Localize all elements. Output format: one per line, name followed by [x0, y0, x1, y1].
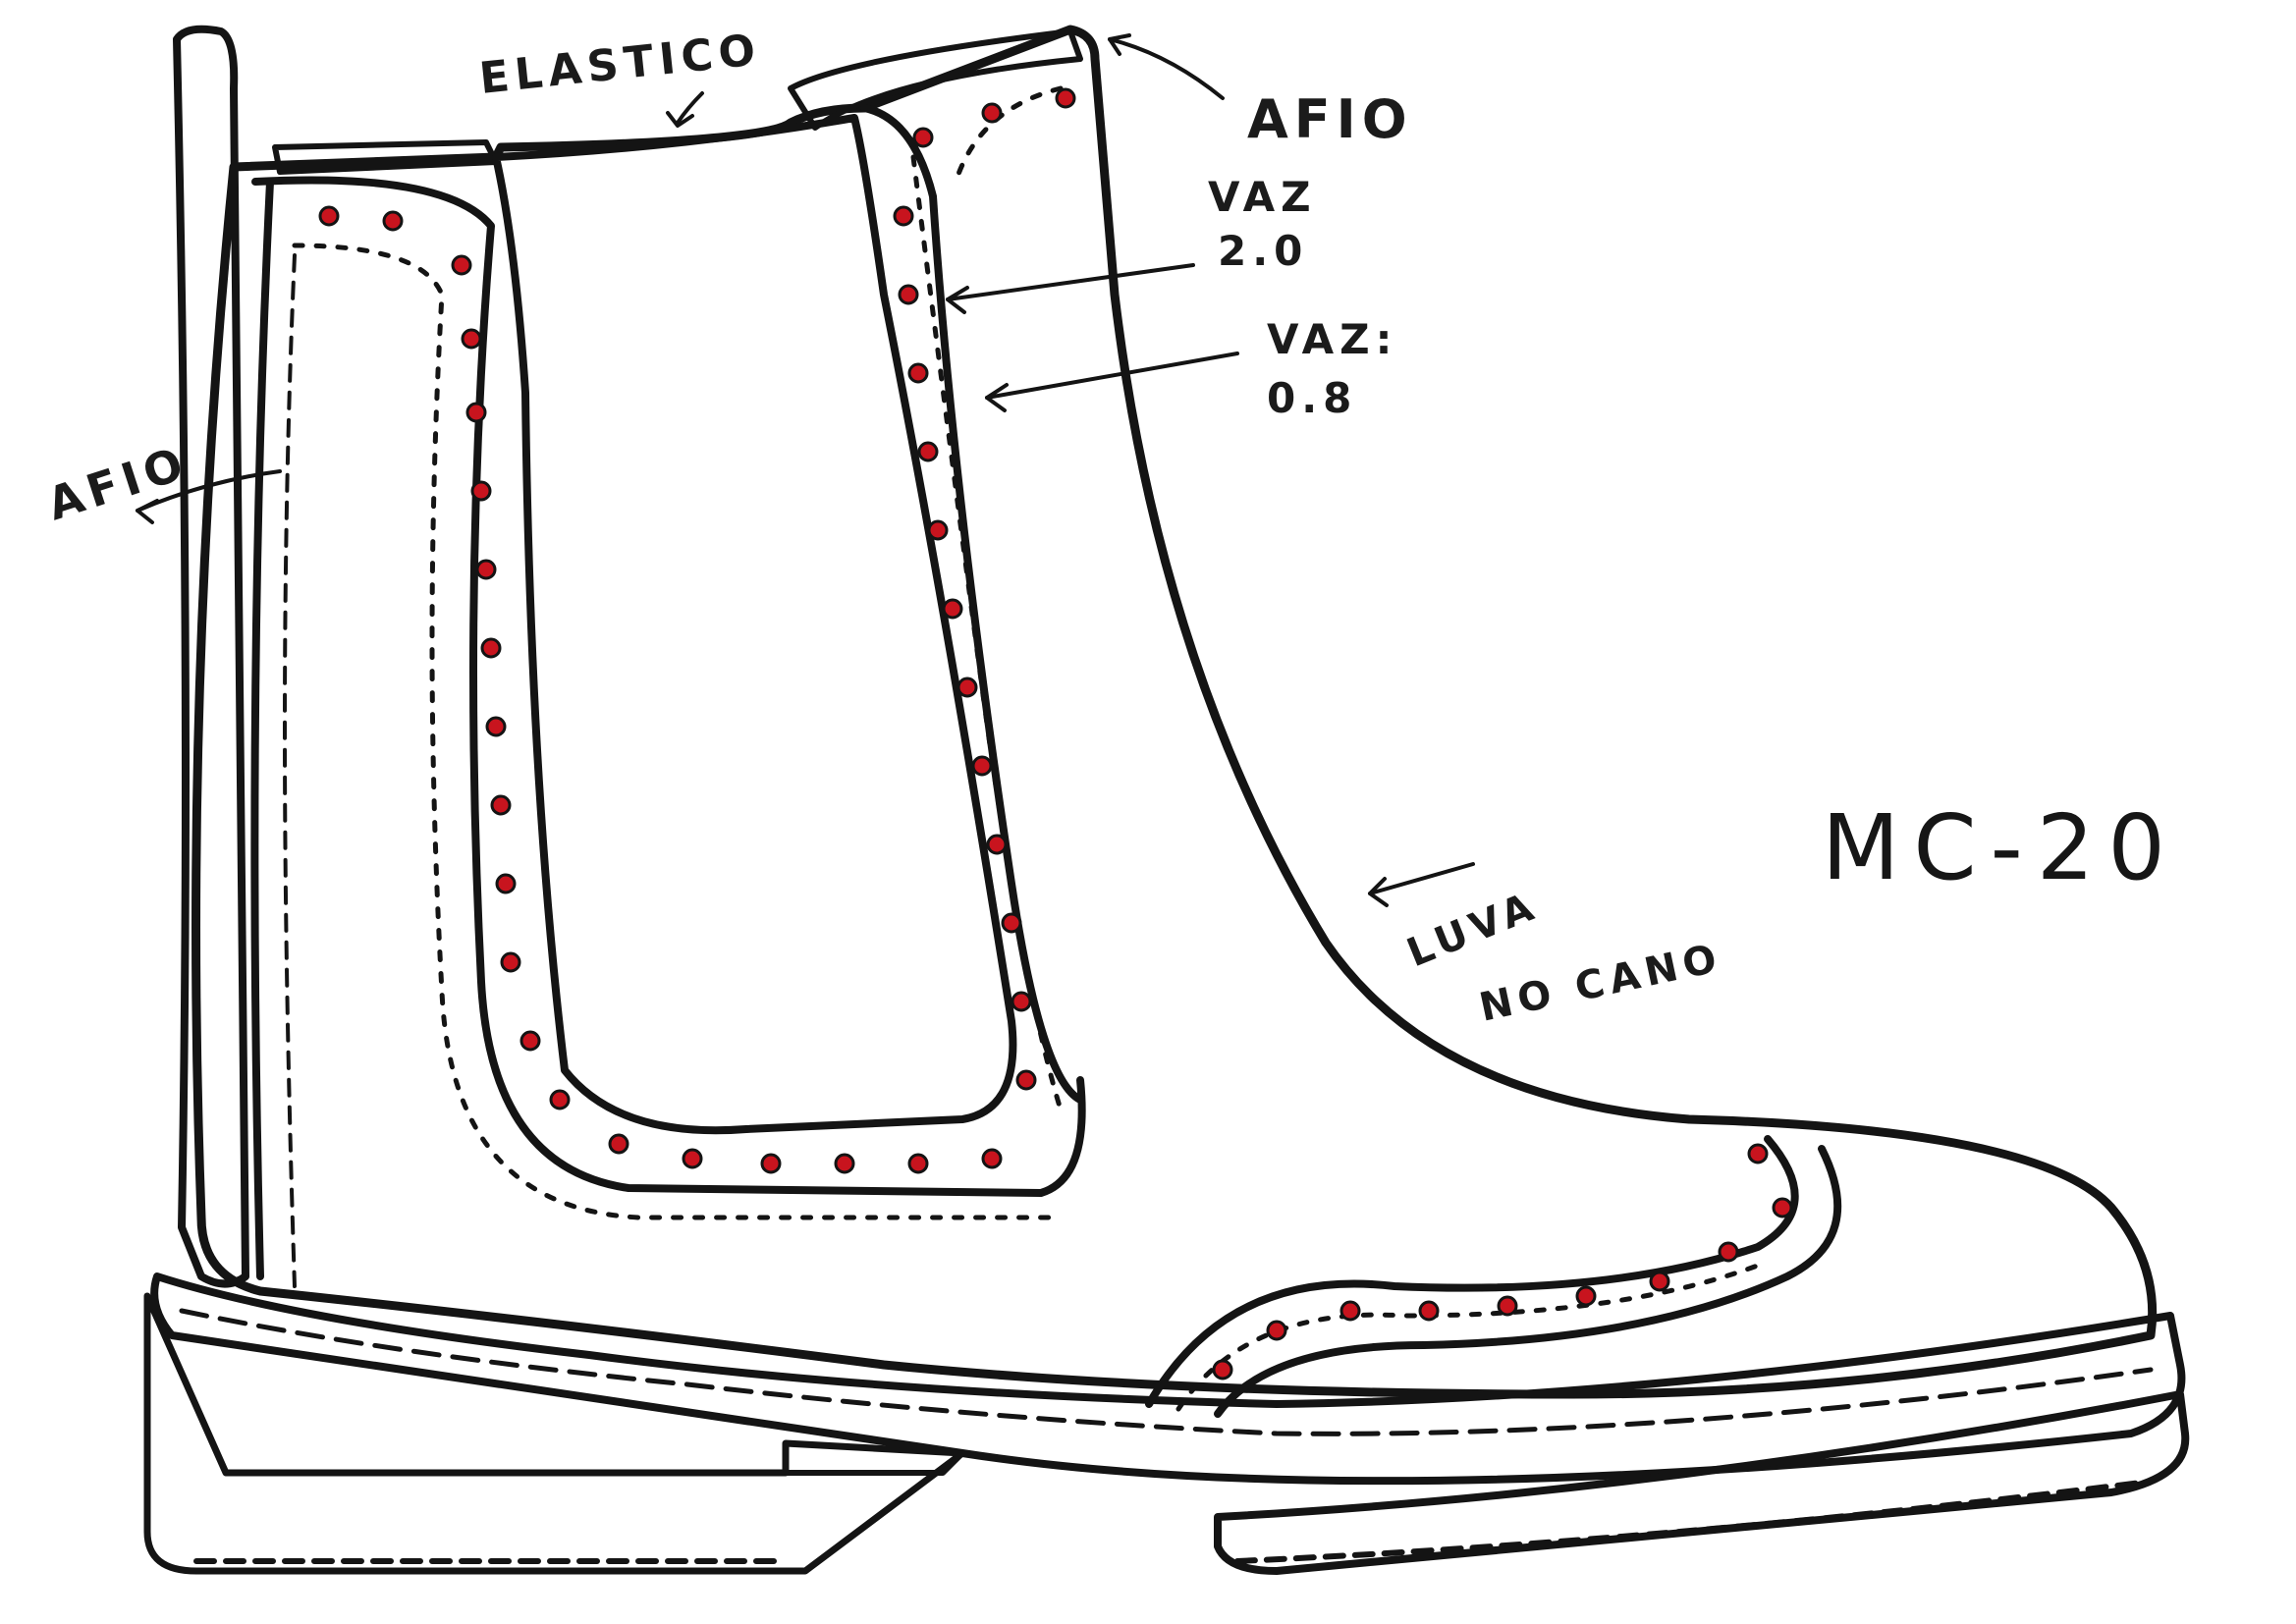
annotation-luva-1: LUVA — [1401, 883, 1546, 976]
annotation-vaz-outer-value: 2.0 — [1218, 227, 1308, 275]
elastic-gore — [492, 114, 1017, 1135]
heel-pull-tab — [173, 25, 249, 1288]
annotation-vaz-inner-value: 0.8 — [1267, 374, 1357, 422]
annotation-luva-2: NO CANO — [1476, 936, 1726, 1031]
brogue-band-rear — [251, 176, 1086, 1220]
brogue-perforations — [318, 87, 1793, 1380]
boot-upper — [191, 25, 2158, 1399]
annotation-elastic: ELASTICO — [477, 25, 764, 104]
leader-lines — [136, 33, 1475, 907]
model-code: MC-20 — [1822, 795, 2179, 900]
brogue-band-front — [860, 85, 1084, 1112]
annotation-afio-left: AFIO — [41, 436, 195, 531]
annotation-vaz-inner-label: VAZ: — [1267, 315, 1397, 363]
collar-lining-front — [788, 28, 1083, 131]
wingtip-band — [1145, 1135, 1842, 1418]
annotation-vaz-outer-label: VAZ — [1208, 173, 1317, 221]
annotation-afio-top: AFIO — [1247, 88, 1413, 150]
outsole — [143, 1272, 2190, 1575]
